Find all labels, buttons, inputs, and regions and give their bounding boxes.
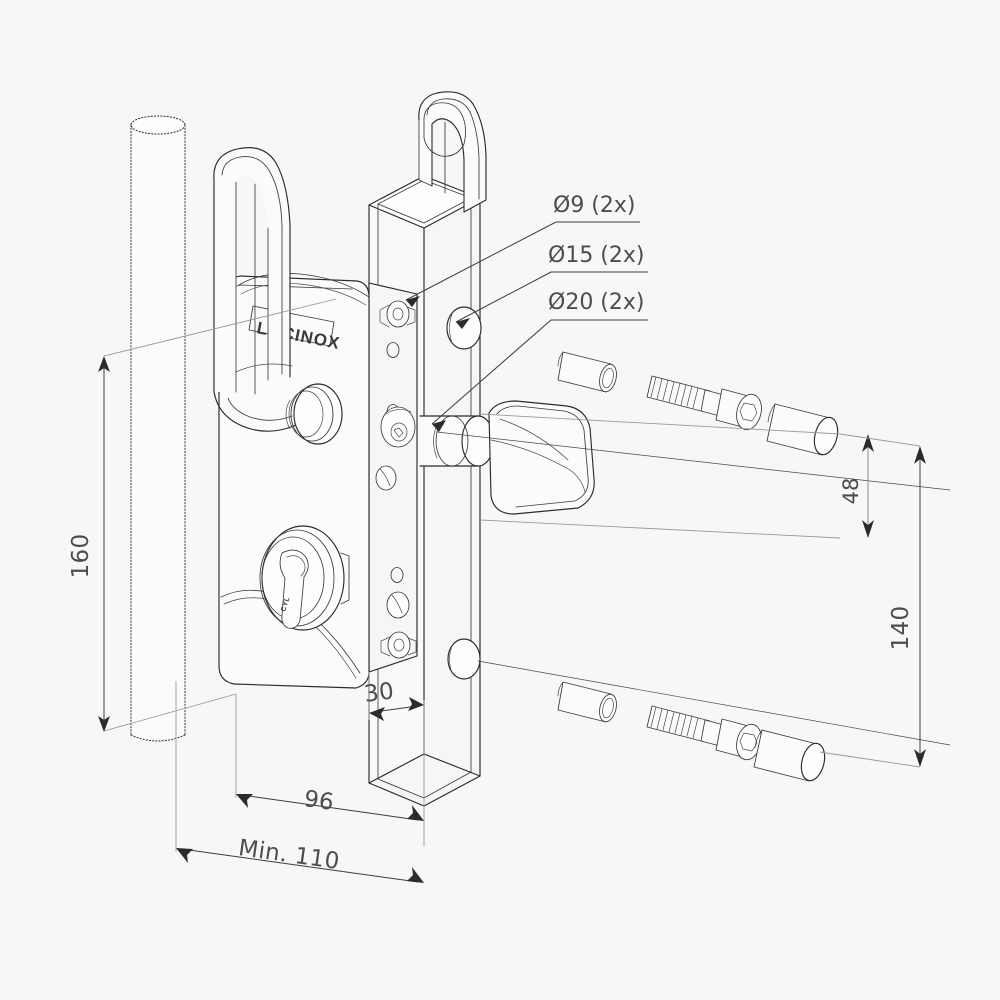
callout-dia9-label: Ø9 (2x) xyxy=(553,193,636,218)
lower-hardware xyxy=(477,660,951,782)
dimension-140 xyxy=(819,433,926,768)
upper-hardware xyxy=(436,351,951,491)
dimension-48 xyxy=(479,413,874,539)
dimension-140-label: 140 xyxy=(888,606,914,651)
screw-middle xyxy=(380,406,416,448)
lower-bolt xyxy=(646,705,762,761)
upper-bolt xyxy=(646,375,762,431)
screw-bottom-a xyxy=(386,591,410,619)
round-post xyxy=(130,115,186,742)
dimension-30-label: 30 xyxy=(363,678,396,707)
dimension-30 xyxy=(368,672,425,730)
upper-cap xyxy=(766,403,839,456)
dimension-96 xyxy=(235,694,425,846)
thumb-turn xyxy=(419,400,595,515)
lower-cap xyxy=(753,729,826,782)
handle-rosette xyxy=(285,383,343,445)
cylinder: CYL xyxy=(259,525,350,631)
dimension-96-label: 96 xyxy=(302,786,335,816)
lower-sleeve xyxy=(557,681,617,723)
callout-dia15-label: Ø15 (2x) xyxy=(548,243,645,268)
screw-lower-small xyxy=(375,465,397,491)
upper-sleeve xyxy=(557,351,617,393)
dimension-160-label: 160 xyxy=(68,534,94,579)
rear-handle xyxy=(418,91,487,213)
dimension-160 xyxy=(98,298,337,732)
front-handle xyxy=(213,147,343,445)
screw-upper xyxy=(379,300,416,328)
cylinder-brand-label: CYL xyxy=(280,596,291,613)
dimension-48-label: 48 xyxy=(839,478,863,505)
screw-bottom-b xyxy=(380,631,417,659)
dimension-min110 xyxy=(175,681,424,883)
callout-leaders xyxy=(405,221,648,432)
callout-dia20-label: Ø20 (2x) xyxy=(548,290,645,315)
